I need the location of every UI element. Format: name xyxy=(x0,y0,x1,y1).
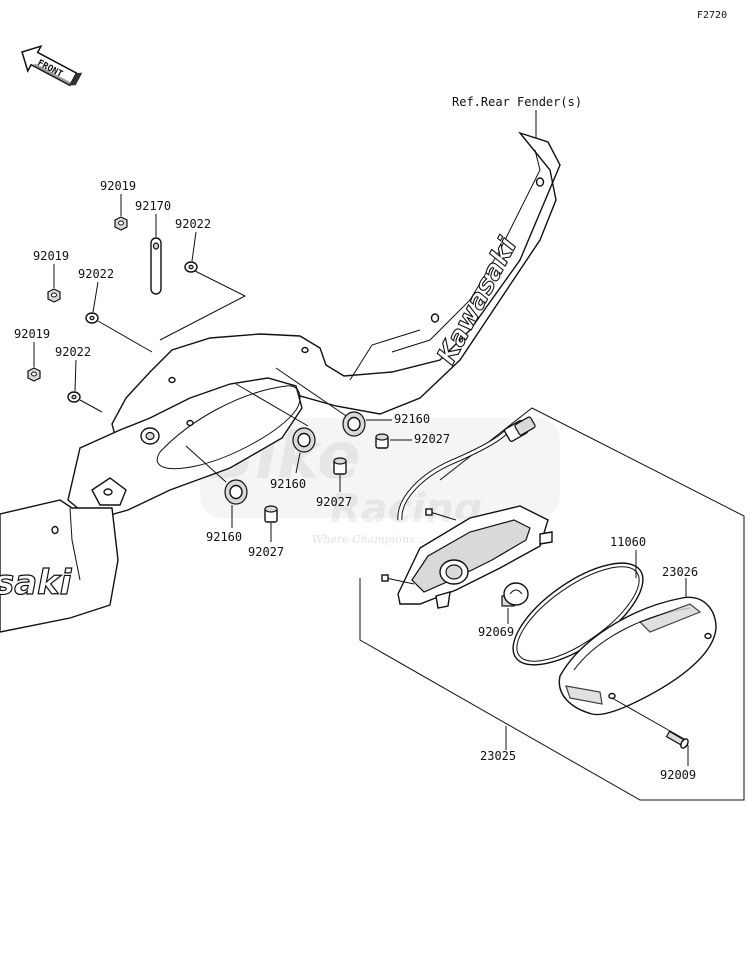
front-arrow-icon: FRONT xyxy=(21,44,83,87)
label-gasket: 11060 xyxy=(610,535,646,549)
label-nut-a: 92019 xyxy=(100,179,136,193)
label-grommet-b: 92160 xyxy=(270,477,306,491)
taillight-housing xyxy=(381,416,553,609)
label-collar-b: 92027 xyxy=(316,495,352,509)
washer-icon xyxy=(67,391,81,403)
nut-icon xyxy=(27,367,41,382)
label-nut-c: 92019 xyxy=(14,327,50,341)
washer-icon xyxy=(184,261,198,273)
label-nut-b: 92019 xyxy=(33,249,69,263)
label-lens: 23026 xyxy=(662,565,698,579)
label-grommet-a: 92160 xyxy=(206,530,242,544)
fender-brand-logo: Kawasaki xyxy=(432,232,524,369)
grommet-icon xyxy=(292,427,316,453)
label-washer-b: 92022 xyxy=(78,267,114,281)
label-lamp-assembly: 23025 xyxy=(480,749,516,763)
lower-fender-logo: saki xyxy=(0,563,73,603)
collar-icon xyxy=(333,457,347,475)
svg-text:Where Champions ...: Where Champions ... xyxy=(312,533,429,546)
label-collar-c: 92027 xyxy=(414,432,450,446)
label-screw: 92009 xyxy=(660,768,696,782)
washer-icon xyxy=(85,312,99,324)
label-bulb: 92069 xyxy=(478,625,514,639)
nut-icon xyxy=(47,288,61,303)
strap-icon xyxy=(150,237,162,295)
collar-icon xyxy=(375,433,389,449)
bulb-icon xyxy=(501,582,529,607)
lower-fender: saki xyxy=(0,499,119,633)
label-washer-c: 92022 xyxy=(55,345,91,359)
grommet-icon xyxy=(224,479,248,505)
label-strap: 92170 xyxy=(135,199,171,213)
rear-fender-reference: Ref.Rear Fender(s) xyxy=(452,95,582,109)
taillight-lens xyxy=(558,596,717,716)
figure-code: F2720 xyxy=(697,10,727,21)
collar-icon xyxy=(264,505,278,523)
screw-icon xyxy=(665,730,689,749)
assembly-group-outline xyxy=(359,407,745,801)
label-grommet-c: 92160 xyxy=(394,412,430,426)
nut-icon xyxy=(114,216,128,231)
grommet-icon xyxy=(342,411,366,437)
label-collar-a: 92027 xyxy=(248,545,284,559)
label-washer-a: 92022 xyxy=(175,217,211,231)
